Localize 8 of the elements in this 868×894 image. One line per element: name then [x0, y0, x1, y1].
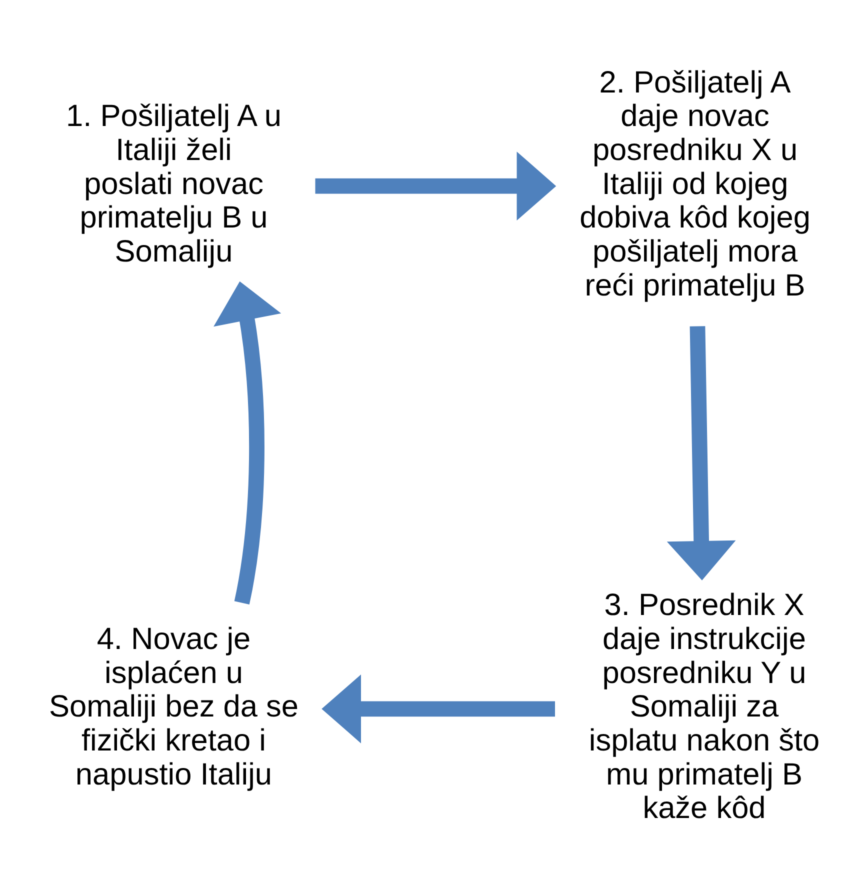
arrow [214, 280, 282, 604]
arrow [322, 674, 555, 743]
node-text: 3. Posrednik X daje instrukcije posredniku Y u Somaliji za isplatu nakon što mu primatelj B kaže kôd [588, 586, 820, 825]
node-text: 2. Pošiljatelj A daje novac posredniku X u Italiji od kojeg dobiva kôd kojeg pošiljatelj mora reći primatelju B [580, 64, 810, 302]
node-text: 4. Novac je isplaćen u Somaliji bez da se fizički kretao i napustio Italiju [48, 620, 299, 791]
arrow [666, 326, 736, 580]
arrow [315, 151, 556, 220]
node-text: 1. Pošiljatelj A u Italiji želi poslati novac primatelju B u Somaliju [66, 98, 282, 268]
